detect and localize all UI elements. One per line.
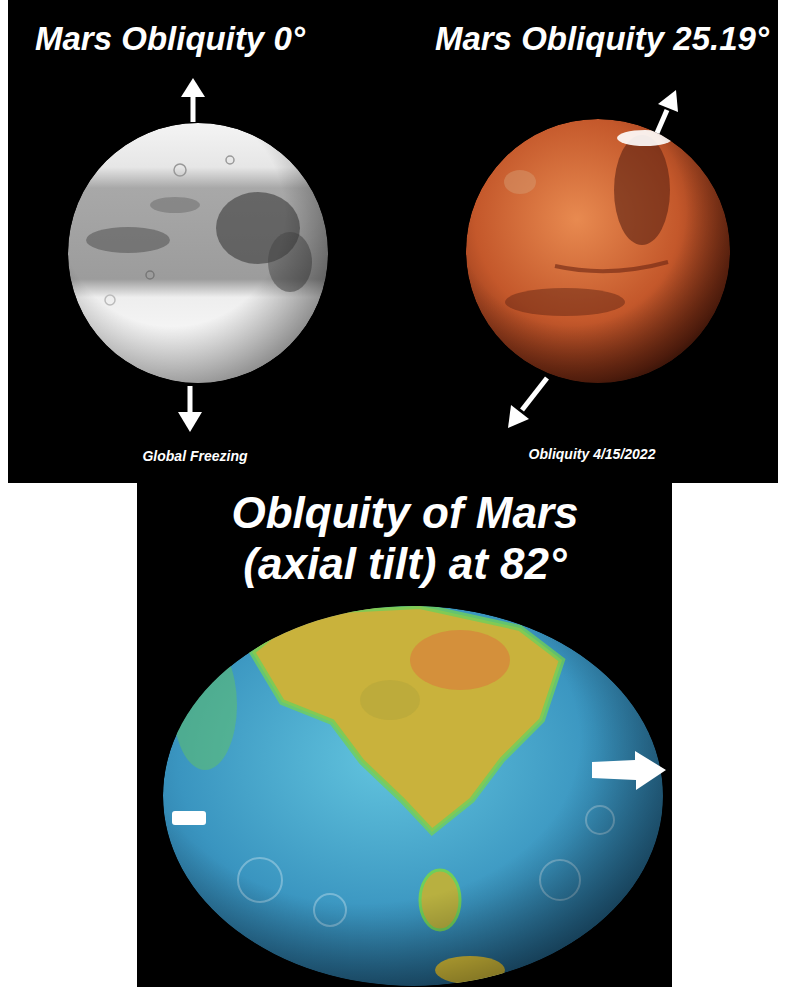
bottom-panel [137, 483, 672, 987]
panel-heading: Mars Obliquity 0° [35, 20, 305, 58]
caption-label: Obliquity 4/15/2022 [529, 446, 656, 462]
planet-disc [68, 123, 328, 383]
arrow-shaft [522, 378, 547, 410]
panel-heading: Oblquity of Mars (axial tilt) at 82° [175, 488, 635, 589]
planet-disc [163, 606, 663, 986]
arrow-shaft [188, 386, 193, 414]
tilted-axis-arrow [508, 90, 678, 428]
planet-shade [68, 123, 328, 383]
top-panel [8, 0, 778, 483]
arrow-head [508, 405, 529, 428]
arrow-head [592, 751, 666, 790]
caption-label: Global Freezing [142, 448, 247, 464]
arrow-shaft [657, 110, 667, 133]
planet-shade [163, 606, 663, 986]
arrow-head [181, 78, 205, 97]
panel-heading: Mars Obliquity 25.19° [435, 20, 769, 58]
planet-shade [466, 119, 730, 383]
sideways-axis-arrow [172, 751, 666, 825]
planet-disc [466, 119, 730, 383]
present-mars [466, 119, 730, 383]
frozen-mars [68, 123, 328, 383]
arrow-head [658, 90, 678, 112]
pole-arrow [178, 78, 205, 432]
high-tilt-mars [163, 606, 663, 986]
arrow-head [178, 412, 202, 432]
arrow-shaft [191, 95, 196, 122]
arrow-tail [172, 811, 206, 825]
